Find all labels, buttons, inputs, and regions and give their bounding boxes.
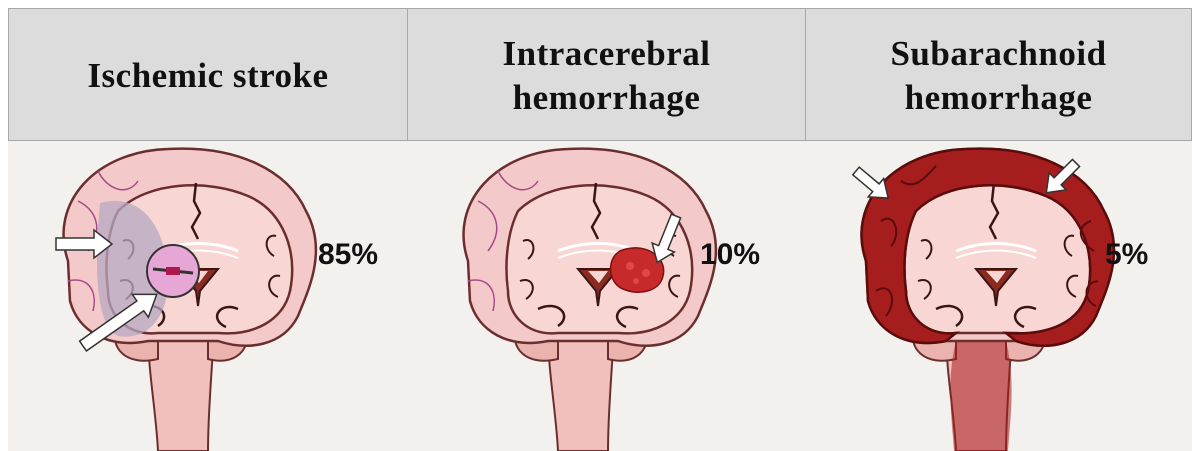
subarachnoid-percentage: 5% bbox=[1105, 238, 1148, 272]
header-row: Ischemic stroke Intracerebral hemorrhage… bbox=[8, 8, 1192, 141]
brain-illustrations bbox=[8, 141, 1192, 451]
intracerebral-brain-illustration bbox=[464, 149, 716, 451]
subarachnoid-brain-illustration bbox=[862, 149, 1114, 451]
header-subarachnoid-hemorrhage: Subarachnoid hemorrhage bbox=[806, 8, 1192, 141]
header-ischemic-stroke: Ischemic stroke bbox=[8, 8, 408, 141]
intracerebral-percentage: 10% bbox=[700, 238, 760, 272]
ischemic-brain-illustration bbox=[64, 149, 316, 451]
stroke-types-figure: Ischemic stroke Intracerebral hemorrhage… bbox=[8, 8, 1192, 451]
header-intracerebral-hemorrhage: Intracerebral hemorrhage bbox=[408, 8, 806, 141]
ischemic-percentage: 85% bbox=[318, 238, 378, 272]
illustration-row: 85% 10% 5% bbox=[8, 141, 1192, 451]
